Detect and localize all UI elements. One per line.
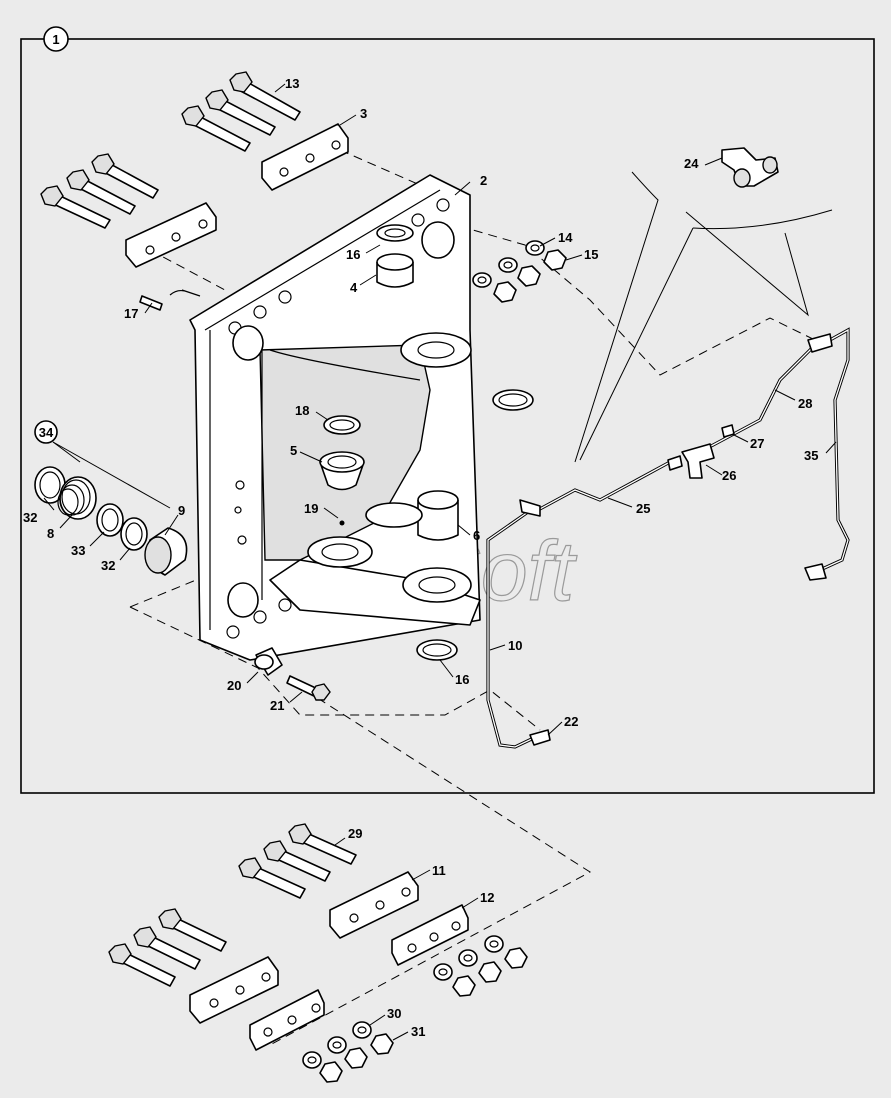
callout-26: 26 <box>722 468 736 483</box>
clamp-plates-lower <box>189 871 469 1051</box>
callout-19: 19 <box>304 501 318 516</box>
callout-11: 11 <box>432 863 446 878</box>
callout-17: 17 <box>124 306 138 321</box>
callout-30: 30 <box>387 1006 401 1021</box>
callout-4: 4 <box>350 280 358 295</box>
callout-21: 21 <box>270 698 284 713</box>
bolt-set-upper <box>40 71 301 229</box>
spacer-and-bolt-lower <box>254 520 345 701</box>
callout-15: 15 <box>584 247 598 262</box>
callout-8: 8 <box>47 526 54 541</box>
washer-nut-set-upper <box>472 240 567 303</box>
callout-leaders <box>43 83 837 1041</box>
callout-24: 24 <box>684 156 699 171</box>
clamp-plates-upper <box>125 123 349 268</box>
callout-6: 6 <box>473 528 480 543</box>
piston-subassembly: 34 <box>34 420 188 576</box>
callout-20: 20 <box>227 678 241 693</box>
callout-16-upper: 16 <box>346 247 360 262</box>
callout-labels: 2 3 4 5 6 8 9 10 11 12 13 14 15 16 16 17… <box>23 76 818 1039</box>
callout-29: 29 <box>348 826 362 841</box>
callout-2: 2 <box>480 173 487 188</box>
callout-35: 35 <box>804 448 818 463</box>
callout-3: 3 <box>360 106 367 121</box>
spring-pin <box>139 289 201 311</box>
assembly-badge: 1 <box>43 26 69 52</box>
callout-14: 14 <box>558 230 573 245</box>
callout-32-right: 32 <box>101 558 115 573</box>
callout-33: 33 <box>71 543 85 558</box>
callout-32-left: 32 <box>23 510 37 525</box>
detail-callout-lines <box>574 171 833 463</box>
callout-27: 27 <box>750 436 764 451</box>
callout-12: 12 <box>480 890 494 905</box>
callout-28: 28 <box>798 396 812 411</box>
bolt-set-lower <box>108 823 357 987</box>
callout-13: 13 <box>285 76 299 91</box>
bush-set <box>307 224 534 661</box>
callout-31: 31 <box>411 1024 425 1039</box>
svg-text:34: 34 <box>39 425 54 440</box>
tube-fittings <box>519 147 833 746</box>
assembly-frame <box>20 38 875 794</box>
callout-22: 22 <box>564 714 578 729</box>
callout-10: 10 <box>508 638 522 653</box>
callout-16-lower: 16 <box>455 672 469 687</box>
callout-18: 18 <box>295 403 309 418</box>
callout-25: 25 <box>636 501 650 516</box>
callout-5: 5 <box>290 443 297 458</box>
washer-nut-set-lower <box>302 935 528 1083</box>
svg-text:1: 1 <box>52 32 59 47</box>
hydraulic-tubes <box>486 327 850 749</box>
callout-9: 9 <box>178 503 185 518</box>
